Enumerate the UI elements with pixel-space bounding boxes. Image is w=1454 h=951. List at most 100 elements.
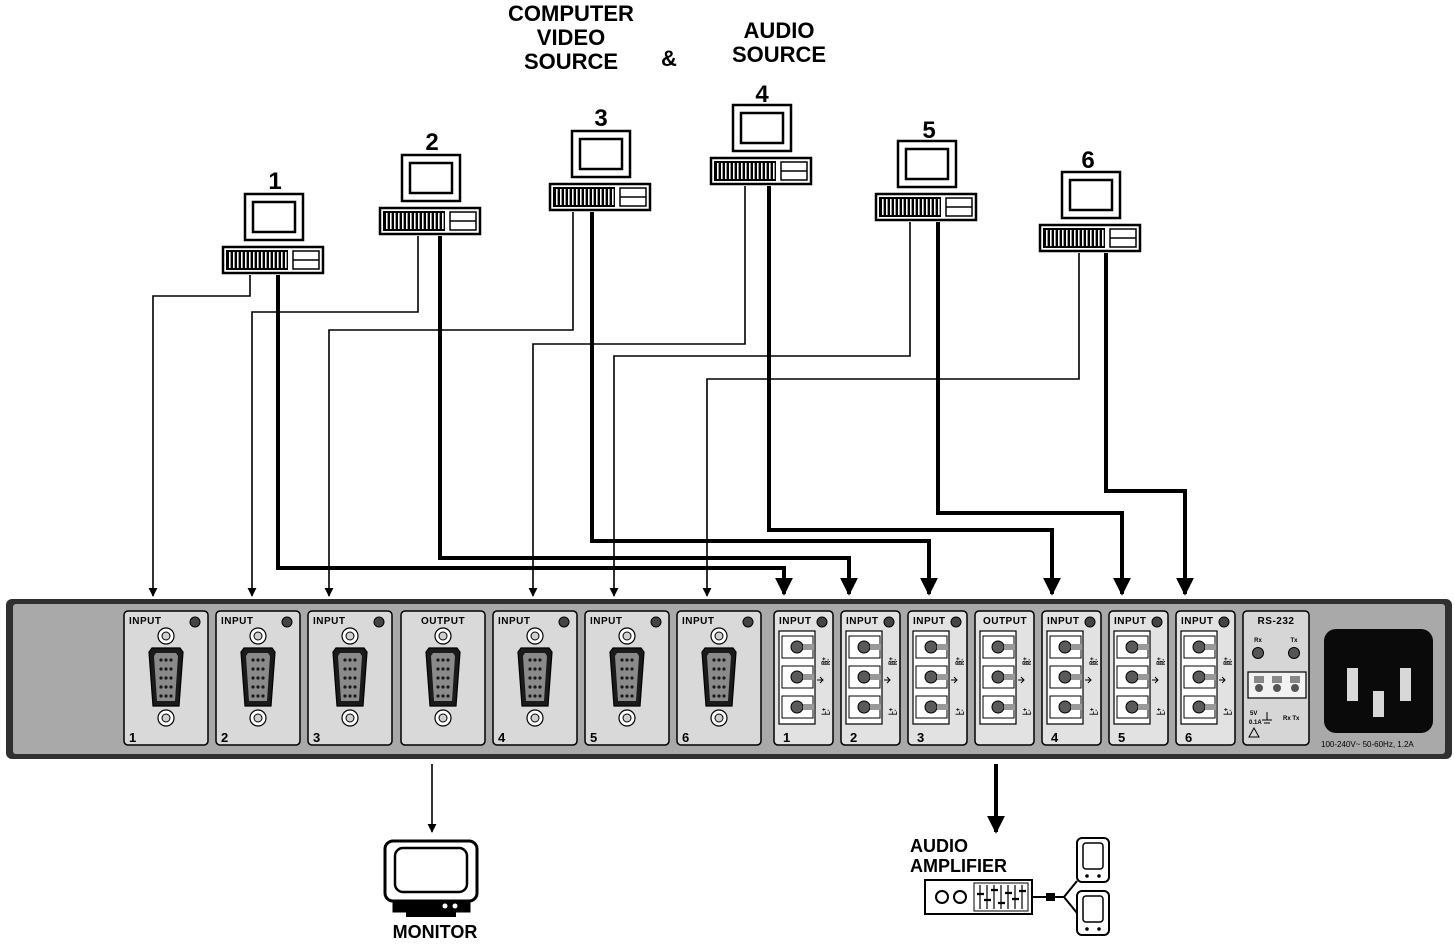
audio-pin-label: R-	[826, 659, 832, 665]
audio-pin-label: L-	[1228, 709, 1234, 715]
audio-pin-label: R+	[889, 657, 895, 665]
status-led-icon	[883, 616, 895, 628]
status-led-icon	[950, 616, 962, 628]
cable-routing	[148, 186, 1194, 834]
computer-icon	[709, 103, 813, 186]
status-led-icon	[189, 616, 201, 628]
audio-cable-4	[767, 186, 1061, 596]
vga-module-title: INPUT	[590, 616, 623, 627]
vga-module-number: 4	[498, 730, 506, 745]
audio-pin-labels: R+R-L+L-	[1157, 657, 1167, 715]
audio-module-title: INPUT	[1114, 616, 1147, 627]
audio-module-number: 1	[783, 730, 790, 745]
audio-source-line-1: AUDIO	[744, 18, 815, 43]
vga-input-port[interactable]	[332, 627, 368, 727]
audio-pin-labels: R+R-L+L-	[1090, 657, 1100, 715]
signal-arrow-icon	[1219, 676, 1226, 684]
vga-module-number: 6	[682, 730, 689, 745]
audio-input-module-5: INPUT R+R-L+L- 5	[1108, 610, 1169, 746]
vga-input-port[interactable]	[517, 627, 553, 727]
computer-number-label: 2	[425, 129, 438, 156]
vga-module-title: INPUT	[498, 616, 531, 627]
signal-arrow-icon	[1085, 676, 1092, 684]
audio-module-number: 5	[1118, 730, 1125, 745]
audio-module-title: INPUT	[779, 616, 812, 627]
ampersand-label: &	[661, 46, 677, 71]
vga-input-module-4: INPUT 4	[492, 610, 578, 746]
amplifier-icon	[924, 879, 1033, 915]
audio-input-terminal[interactable]	[1046, 630, 1084, 725]
audio-pin-label: L+	[822, 707, 828, 715]
monitor-icon	[383, 839, 479, 917]
signal-arrow-icon	[1152, 676, 1159, 684]
audio-pin-labels: R+R-L+L-	[956, 657, 966, 715]
computer-source-3: 3	[548, 105, 652, 212]
audio-module-row: INPUTR+R-L+L-1INPUTR+R-L+L-2INPUTR+R-L+L…	[773, 610, 1236, 746]
audio-cable-2	[438, 236, 858, 596]
computer-icon	[548, 129, 652, 212]
rs232-rx-led-label: Rx	[1254, 638, 1262, 644]
vga-output-port[interactable]	[425, 627, 461, 727]
audio-module-number: 2	[850, 730, 857, 745]
computer-number-label: 6	[1081, 147, 1094, 174]
video-source-line-2: VIDEO	[537, 25, 605, 50]
audio-input-terminal[interactable]	[845, 630, 883, 725]
video-cable-2	[247, 236, 419, 597]
audio-input-terminal[interactable]	[912, 630, 950, 725]
computer-icon	[221, 192, 325, 275]
audio-pin-label: R-	[1094, 659, 1100, 665]
audio-pin-label: L+	[1157, 707, 1163, 715]
audio-pin-label: L-	[1027, 709, 1033, 715]
signal-arrow-icon	[817, 676, 824, 684]
vga-output-module: OUTPUT	[400, 610, 486, 746]
audio-pin-labels: R+R-L+L-	[1023, 657, 1033, 715]
audio-pin-label: L-	[1094, 709, 1100, 715]
vga-module-number: 2	[221, 730, 228, 745]
rs232-tx-led-label: Tx	[1290, 638, 1298, 644]
audio-pin-label: R+	[1023, 657, 1029, 665]
audio-input-terminal[interactable]	[1113, 630, 1151, 725]
audio-pin-labels: R+R-L+L-	[1224, 657, 1234, 715]
computer-source-2: 2	[378, 129, 482, 236]
audio-cable-3	[590, 212, 938, 596]
status-led-icon	[742, 616, 754, 628]
speaker-cable	[1032, 880, 1078, 914]
audio-output-terminal[interactable]	[979, 630, 1017, 725]
vga-input-port[interactable]	[148, 627, 184, 727]
rs232-title: RS-232	[1258, 616, 1295, 627]
vga-input-port[interactable]	[609, 627, 645, 727]
audio-pin-label: L-	[960, 709, 966, 715]
speaker-splitter	[1046, 893, 1055, 901]
status-led-icon	[558, 616, 570, 628]
warning-icon	[1248, 726, 1260, 738]
audio-pin-label: L-	[893, 709, 899, 715]
rs232-terminal-block[interactable]	[1247, 671, 1307, 699]
amplifier-label-line-2: AMPLIFIER	[910, 856, 1007, 876]
vga-module-title: INPUT	[313, 616, 346, 627]
power-rating: 100-240V~ 50-60Hz, 1.2A	[1321, 740, 1414, 749]
rs232-current: 0.1A	[1249, 720, 1262, 726]
signal-arrow-icon	[1018, 676, 1025, 684]
vga-module-title: OUTPUT	[421, 616, 465, 627]
power-inlet[interactable]	[1324, 629, 1433, 733]
audio-pin-label: R+	[956, 657, 962, 665]
video-cable-6	[702, 253, 1080, 597]
vga-input-port[interactable]	[240, 627, 276, 727]
computer-icon	[378, 153, 482, 236]
audio-input-terminal[interactable]	[778, 630, 816, 725]
vga-input-port[interactable]	[701, 627, 737, 727]
amplifier-label-line-1: AUDIO	[910, 836, 968, 856]
audio-input-terminal[interactable]	[1180, 630, 1218, 725]
rs232-pin-labels: Rx Tx	[1283, 716, 1300, 722]
audio-pin-label: R+	[1224, 657, 1230, 665]
audio-module-title: INPUT	[913, 616, 946, 627]
computer-number-label: 1	[268, 168, 281, 195]
audio-cable-1	[276, 275, 793, 596]
